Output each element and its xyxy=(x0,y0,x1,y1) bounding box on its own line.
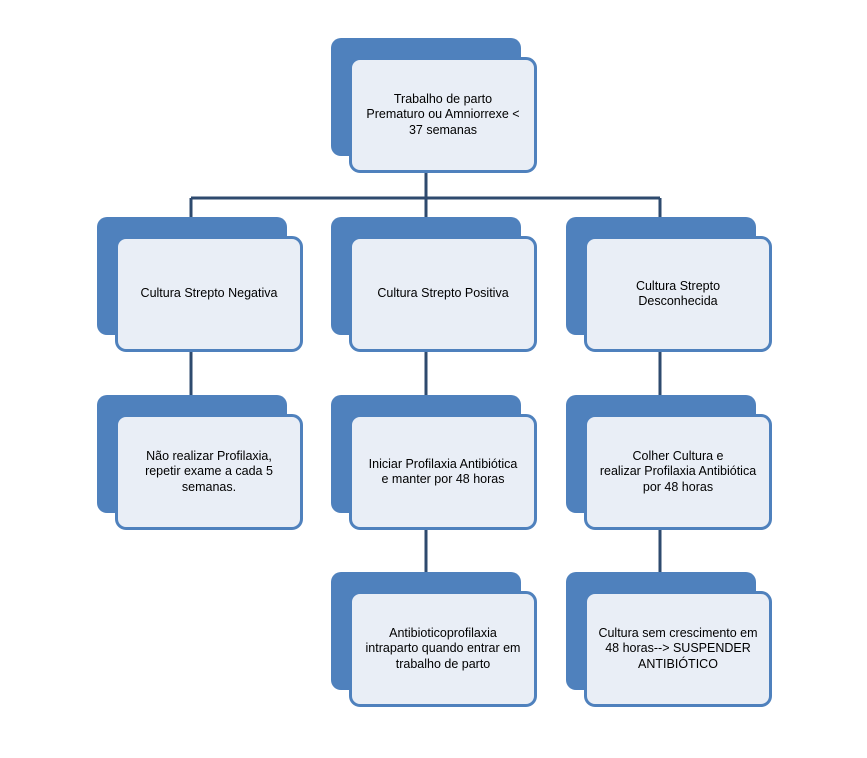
node-culture-negative-label: Cultura Strepto Negativa xyxy=(140,286,278,301)
node-action-unknown-box: Colher Cultura e realizar Profilaxia Ant… xyxy=(584,414,772,530)
node-culture-positive-box: Cultura Strepto Positiva xyxy=(349,236,537,352)
node-culture-unknown-box: Cultura Strepto Desconhecida xyxy=(584,236,772,352)
node-action-negative-box: Não realizar Profilaxia, repetir exame a… xyxy=(115,414,303,530)
node-culture-unknown-label: Cultura Strepto Desconhecida xyxy=(635,278,721,309)
node-action-positive-box: Iniciar Profilaxia Antibiótica e manter … xyxy=(349,414,537,530)
node-followup-unknown-label: Cultura sem crescimento em 48 horas--> S… xyxy=(598,625,758,671)
root-node-label: Trabalho de parto Prematuro ou Amniorrex… xyxy=(366,91,520,137)
node-culture-positive-label: Cultura Strepto Positiva xyxy=(377,286,509,301)
node-action-negative-label: Não realizar Profilaxia, repetir exame a… xyxy=(145,448,273,494)
node-culture-negative-box: Cultura Strepto Negativa xyxy=(115,236,303,352)
root-node-box: Trabalho de parto Prematuro ou Amniorrex… xyxy=(349,57,537,173)
node-action-unknown-label: Colher Cultura e realizar Profilaxia Ant… xyxy=(599,448,757,494)
node-action-positive-label: Iniciar Profilaxia Antibiótica e manter … xyxy=(368,456,518,487)
node-followup-unknown-box: Cultura sem crescimento em 48 horas--> S… xyxy=(584,591,772,707)
node-followup-positive-box: Antibioticoprofilaxia intraparto quando … xyxy=(349,591,537,707)
node-followup-positive-label: Antibioticoprofilaxia intraparto quando … xyxy=(365,625,521,671)
